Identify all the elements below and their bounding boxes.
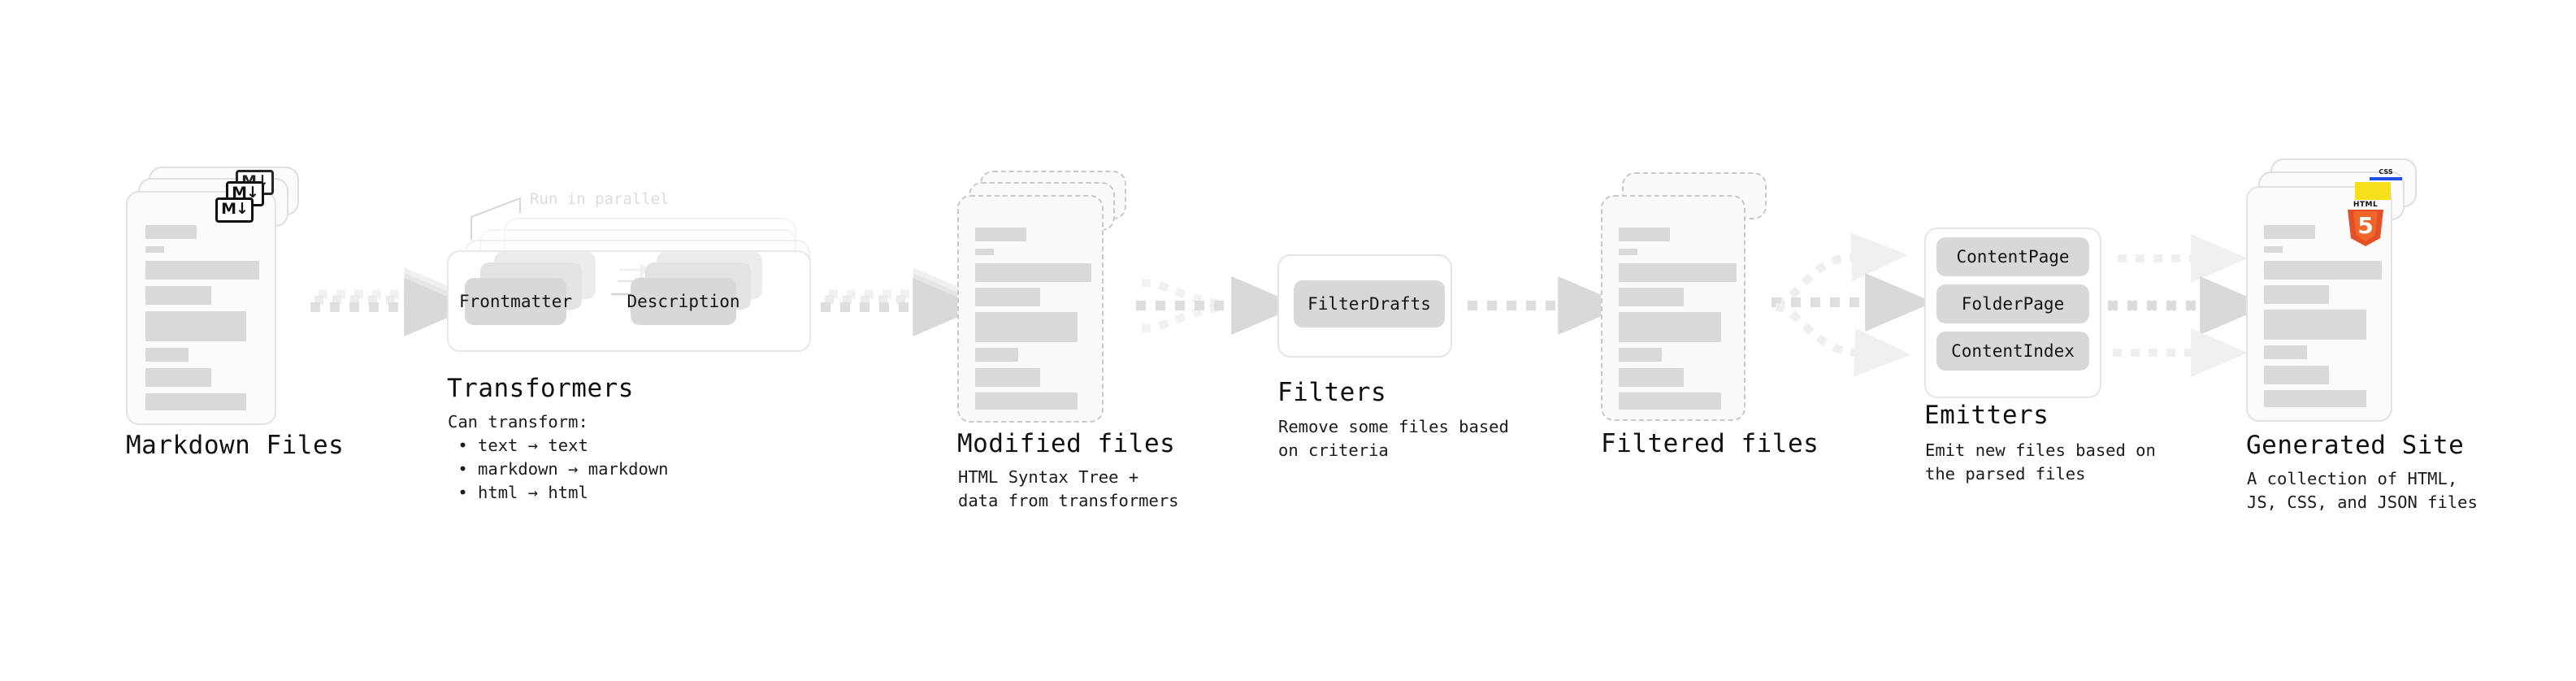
stage-title-filtered-files: Filtered files xyxy=(1601,429,1819,458)
document-card-front xyxy=(126,191,276,425)
doc-line xyxy=(2264,345,2307,359)
stage-title-generated-site: Generated Site xyxy=(2246,431,2465,460)
connector-markdown-to-transformers xyxy=(310,267,473,336)
html5-icon-digit: 5 xyxy=(2357,212,2374,239)
emitter-chip-contentindex[interactable]: ContentIndex xyxy=(1936,332,2089,371)
doc-line xyxy=(975,312,1078,342)
doc-line xyxy=(145,246,164,253)
transformer-chip-description[interactable]: Description xyxy=(627,278,740,325)
doc-line xyxy=(145,348,189,362)
css-icon-label: CSS xyxy=(2379,168,2393,176)
stage-title-filters: Filters xyxy=(1277,378,1387,407)
doc-line xyxy=(975,249,994,255)
run-in-parallel-label: Run in parallel xyxy=(530,190,670,208)
html5-icon: HTML 5 xyxy=(2346,201,2385,246)
doc-line xyxy=(145,368,211,387)
stage-desc-emitters: Emit new files based on the parsed files xyxy=(1925,440,2156,484)
doc-line xyxy=(1619,263,1737,282)
doc-line xyxy=(975,393,1078,410)
connector-filtered-to-emitters xyxy=(1772,232,1934,377)
doc-line xyxy=(1619,228,1670,241)
markdown-files-stack: M↓ M↓ M↓ xyxy=(126,167,301,427)
doc-line xyxy=(2264,366,2329,384)
emitter-chip-contentpage[interactable]: ContentPage xyxy=(1936,237,2089,276)
stage-title-transformers: Transformers xyxy=(447,374,634,403)
doc-line xyxy=(145,393,246,410)
document-card-front xyxy=(1601,195,1746,421)
parallel-bracket xyxy=(471,197,521,240)
html5-icon-word: HTML xyxy=(2353,201,2379,209)
stage-desc-transformers: Can transform: • text → text • markdown … xyxy=(448,412,669,502)
css-icon-underline xyxy=(2370,177,2402,180)
stage-title-emitters: Emitters xyxy=(1924,401,2049,430)
doc-line xyxy=(1619,288,1684,306)
doc-line xyxy=(145,225,197,239)
doc-line xyxy=(1619,348,1662,362)
doc-line xyxy=(2264,310,2366,340)
doc-line xyxy=(145,261,259,280)
stage-title-modified-files: Modified files xyxy=(957,429,1176,458)
doc-line xyxy=(145,311,246,341)
connector-transformers-to-modified xyxy=(821,267,982,336)
stage-desc-generated-site: A collection of HTML, JS, CSS, and JSON … xyxy=(2247,469,2478,512)
doc-line xyxy=(975,368,1040,387)
js-icon xyxy=(2355,182,2391,200)
doc-line xyxy=(975,288,1040,306)
stage-desc-modified-files: HTML Syntax Tree + data from transformer… xyxy=(958,467,1179,510)
doc-line xyxy=(1619,393,1721,410)
doc-line xyxy=(2264,285,2329,304)
doc-line xyxy=(2264,261,2382,280)
doc-line xyxy=(975,228,1026,241)
filter-chip-filterdrafts[interactable]: FilterDrafts xyxy=(1294,280,1445,327)
markdown-badge-front: M↓ xyxy=(215,197,254,223)
transformers-stage: Run in parallel Frontmatter Description xyxy=(447,190,829,352)
document-card-front xyxy=(957,195,1104,423)
doc-line xyxy=(975,348,1018,362)
doc-line xyxy=(1619,368,1684,387)
stage-desc-filters: Remove some files based on criteria xyxy=(1278,417,1509,460)
transformer-chip-frontmatter[interactable]: Frontmatter xyxy=(459,278,572,325)
markdown-badge-label: M↓ xyxy=(221,200,249,218)
connector-emitters-to-site xyxy=(2108,234,2269,377)
connector-modified-to-filters xyxy=(1136,276,1300,335)
doc-line xyxy=(2264,225,2315,239)
doc-line xyxy=(1619,312,1721,342)
markdown-badge-label: M↓ xyxy=(232,184,259,202)
generated-site-stack: CSS HTML 5 xyxy=(2246,158,2433,427)
filtered-files-stack xyxy=(1601,172,1776,432)
css-icon: CSS xyxy=(2370,168,2402,180)
doc-line xyxy=(2264,246,2283,253)
emitter-chip-folderpage[interactable]: FolderPage xyxy=(1936,284,2089,323)
doc-line xyxy=(2264,390,2366,407)
doc-line xyxy=(145,286,211,305)
stage-title-markdown-files: Markdown Files xyxy=(126,431,345,460)
doc-line xyxy=(975,263,1091,282)
doc-line xyxy=(1619,249,1637,255)
modified-files-stack xyxy=(957,171,1132,431)
